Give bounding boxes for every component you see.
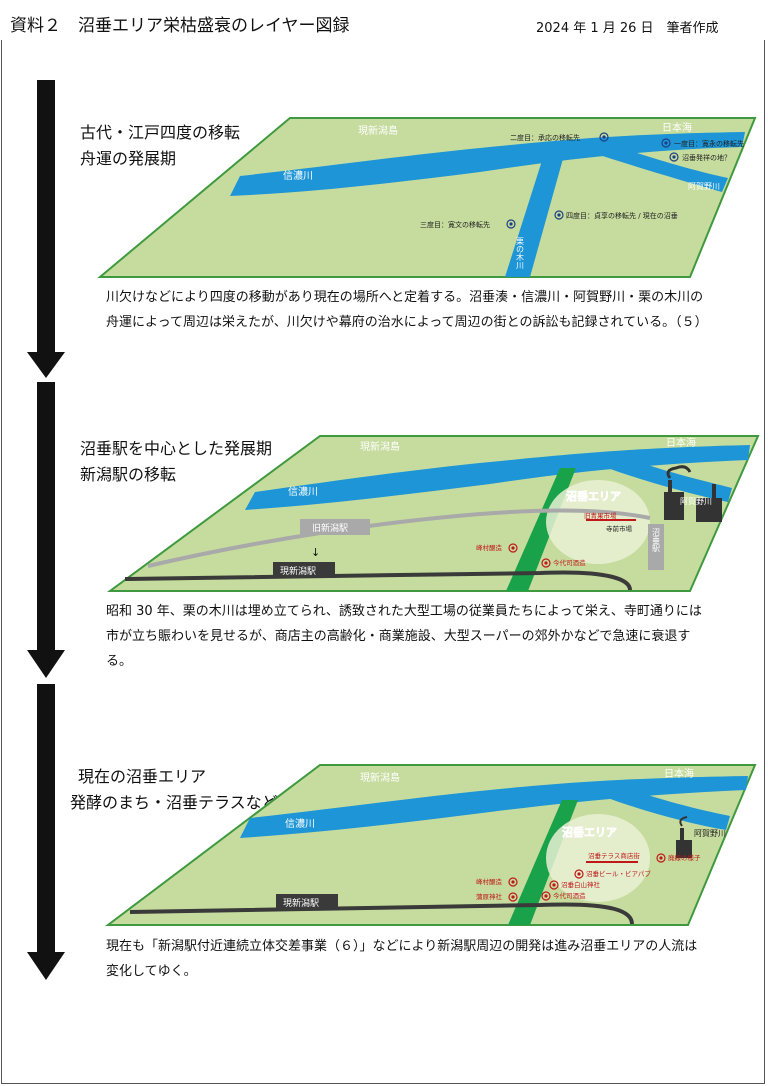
svg-text:今代司酒造: 今代司酒造 <box>553 891 586 900</box>
section-3-title-line1: 現在の沼垂エリア <box>78 767 207 786</box>
kurinoki-river <box>505 148 566 277</box>
marker-move3: 三度目：寛文の移転先 <box>420 219 516 229</box>
marker-move2: 二度目：承応の移転先 <box>510 132 609 142</box>
section-2-title-line2: 新潟駅の移転 <box>80 465 177 484</box>
label-sea: 日本海 <box>662 121 692 134</box>
old-station-box <box>300 519 370 535</box>
label-station: 現新潟駅 <box>283 897 319 909</box>
svg-text:峰村醸造: 峰村醸造 <box>476 543 503 552</box>
section-2-description: 昭和 30 年、栗の木川は埋め立てられ、誘致された大型工場の従業員たちによって栄… <box>106 604 702 669</box>
marker-brewery1: 峰村醸造 <box>476 877 518 887</box>
label-station: 現新潟駅 <box>280 565 316 577</box>
section-2-title: 沼垂駅を中心とした発展期 新潟駅の移転 <box>80 436 272 488</box>
agano-river <box>602 782 730 830</box>
label-area: 沼垂エリア <box>566 489 621 503</box>
current-rail-line <box>124 570 632 591</box>
label-market: 寺前市場 <box>606 524 633 533</box>
section-3-title-line2: 発酵のまち・沼垂テラスなど <box>70 793 278 812</box>
marker-brewery2: 今代司酒造 <box>541 891 586 901</box>
section-3-description: 現在も「新潟駅付近連続立体交差事業（６）」などにより新潟駅周辺の開発は進み沼垂エ… <box>106 939 698 979</box>
section-1-description: 川欠けなどにより四度の移動があり現在の場所へと定着する。沼垂湊・信濃川・阿賀野川… <box>106 290 708 330</box>
label-old-station: 旧新潟駅 <box>312 522 348 534</box>
map-ancient: 現新潟島 日本海 信濃川 阿賀野川 栗の木川 二度目：承応の移転先 一度目：寛永… <box>97 117 757 278</box>
marker-move1: 一度目：寛永の移転先 <box>661 138 744 148</box>
factory-icon <box>676 816 692 858</box>
station-box <box>276 894 338 910</box>
label-sea: 日本海 <box>666 436 696 449</box>
label-shinano: 信濃川 <box>283 169 313 182</box>
agano-river <box>602 452 732 502</box>
document-date: 2024 年 1 月 26 日 筆者作成 <box>536 21 719 36</box>
old-rail-line <box>147 508 651 568</box>
area-circle <box>546 814 650 902</box>
label-shinano: 信濃川 <box>285 817 315 830</box>
station-box <box>273 562 335 578</box>
map-present: 現新潟島 日本海 信濃川 阿賀野川 沼垂エリア 沼垂テラス商店街 廃線の様子 沼… <box>105 764 757 926</box>
area-circle <box>546 480 650 564</box>
timeline-arrow-1 <box>27 80 65 378</box>
current-rail-line <box>129 902 634 925</box>
timeline-arrow-3 <box>27 684 65 980</box>
label-arrow: ↓ <box>311 546 320 559</box>
label-terrace: 沼垂テラス商店街 <box>588 851 640 860</box>
label-agano: 阿賀野川 <box>694 828 726 838</box>
marker-move4: 四度目：貞享の移転先 / 現在の沼垂 <box>554 210 678 220</box>
section-1-title: 古代・江戸四度の移転 舟運の発展期 <box>80 120 240 172</box>
label-sea: 日本海 <box>664 767 694 780</box>
svg-text:沼垂ビール・ビアパブ: 沼垂ビール・ビアパブ <box>586 869 651 878</box>
label-area: 沼垂エリア <box>562 825 617 839</box>
svg-text:沼垂白山神社: 沼垂白山神社 <box>561 880 601 889</box>
section-1-title-line1: 古代・江戸四度の移転 <box>80 123 241 142</box>
section-1-title-line2: 舟運の発展期 <box>80 149 177 168</box>
svg-text:三度目：寛文の移転先: 三度目：寛文の移転先 <box>420 220 490 229</box>
label-shinano: 信濃川 <box>288 485 318 498</box>
marker-factory: 廃線の様子 <box>656 853 701 863</box>
label-island: 現新潟島 <box>358 124 398 137</box>
timeline-arrow-2 <box>27 382 65 678</box>
marker-brewery1: 峰村醸造 <box>476 543 518 553</box>
label-island: 現新潟島 <box>360 771 400 784</box>
factory-icon <box>664 465 722 522</box>
section-3-title: 現在の沼垂エリア 発酵のまち・沼垂テラスなど <box>70 764 278 816</box>
svg-text:蒲原神社: 蒲原神社 <box>476 892 503 901</box>
marker-brewery2: 今代司酒造 <box>541 558 586 568</box>
agano-river <box>590 140 728 192</box>
marker-beer: 沼垂ビール・ビアパブ <box>574 869 651 879</box>
marker-shrine2: 蒲原神社 <box>476 892 518 902</box>
document-title: 資料２ 沼垂エリア栄枯盛衰のレイヤー図録 <box>10 16 350 36</box>
svg-text:二度目：承応の移転先: 二度目：承応の移転先 <box>510 133 580 142</box>
map-showa: 現新潟島 日本海 信濃川 阿賀野川 沼垂エリア 旧新潟駅 ↓ 現新潟駅 旧青果市… <box>106 435 760 592</box>
label-market-old: 旧青果市場 <box>584 511 617 520</box>
svg-text:峰村醸造: 峰村醸造 <box>476 877 503 886</box>
label-nuttari-station: 沼垂駅 <box>652 528 661 553</box>
label-island: 現新潟島 <box>360 440 400 453</box>
land-plane <box>97 117 757 278</box>
svg-text:一度目：寛永の移転先: 一度目：寛永の移転先 <box>674 139 744 148</box>
label-agano: 阿賀野川 <box>680 496 712 506</box>
nuttari-station-rail <box>648 524 664 570</box>
marker-origin: 沼垂発祥の地？ <box>669 152 731 162</box>
label-kurinoki: 栗の木川 <box>516 237 525 269</box>
section-2-title-line1: 沼垂駅を中心とした発展期 <box>80 439 273 458</box>
marker-shrine1: 沼垂白山神社 <box>549 880 601 890</box>
svg-text:沼垂発祥の地？: 沼垂発祥の地？ <box>682 153 731 162</box>
label-agano: 阿賀野川 <box>688 181 720 191</box>
svg-text:廃線の様子: 廃線の様子 <box>668 853 701 862</box>
page-frame <box>1 40 765 1084</box>
svg-text:今代司酒造: 今代司酒造 <box>553 558 586 567</box>
svg-text:四度目：貞享の移転先 / 現在の沼垂: 四度目：貞享の移転先 / 現在の沼垂 <box>566 211 678 220</box>
